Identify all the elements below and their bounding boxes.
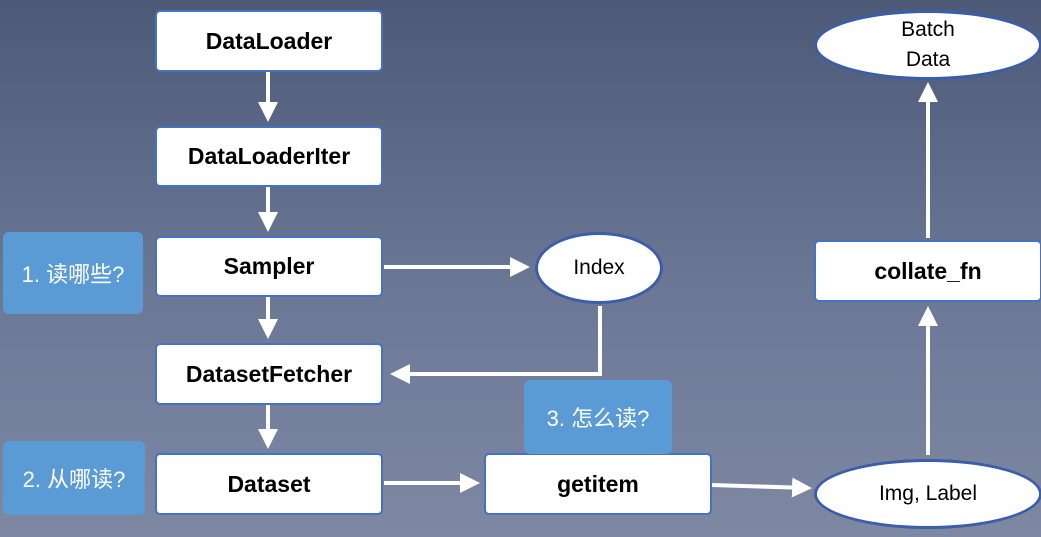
- batch-data-label-line1: Batch: [901, 18, 955, 41]
- dataloader-iter-label: DataLoaderIter: [187, 143, 351, 169]
- img-label-node: Img, Label: [814, 459, 1041, 529]
- note-where-to-read: 2. 从哪读?: [3, 441, 145, 515]
- collate-fn-label: collate_fn: [874, 257, 982, 284]
- collate-fn-node: collate_fn: [814, 240, 1041, 302]
- dataset-label: Dataset: [227, 470, 311, 497]
- img-label-label: Img, Label: [878, 482, 978, 505]
- dataset-fetcher-label: DatasetFetcher: [185, 360, 353, 387]
- batch-data-label-line2: Data: [905, 48, 951, 71]
- index-node: Index: [535, 232, 663, 304]
- sampler-label: Sampler: [223, 253, 315, 279]
- dataset-fetcher-node: DatasetFetcher: [155, 343, 383, 405]
- arrow-index-to-fetcher: [390, 306, 602, 384]
- dataloader-iter-node: DataLoaderIter: [155, 126, 383, 187]
- dataset-node: Dataset: [155, 453, 383, 515]
- note-how-to-read: 3. 怎么读?: [524, 380, 672, 454]
- batch-data-node: Batch Data: [814, 10, 1041, 80]
- dataloader-label: DataLoader: [205, 27, 333, 54]
- getitem-node: getitem: [484, 453, 712, 515]
- index-label: Index: [573, 256, 625, 279]
- arrow-getitem-to-imglabel: [711, 477, 812, 498]
- note-which-to-read: 1. 读哪些?: [3, 232, 143, 314]
- getitem-label: getitem: [557, 470, 639, 497]
- sampler-node: Sampler: [155, 236, 383, 297]
- dataloader-node: DataLoader: [155, 10, 383, 72]
